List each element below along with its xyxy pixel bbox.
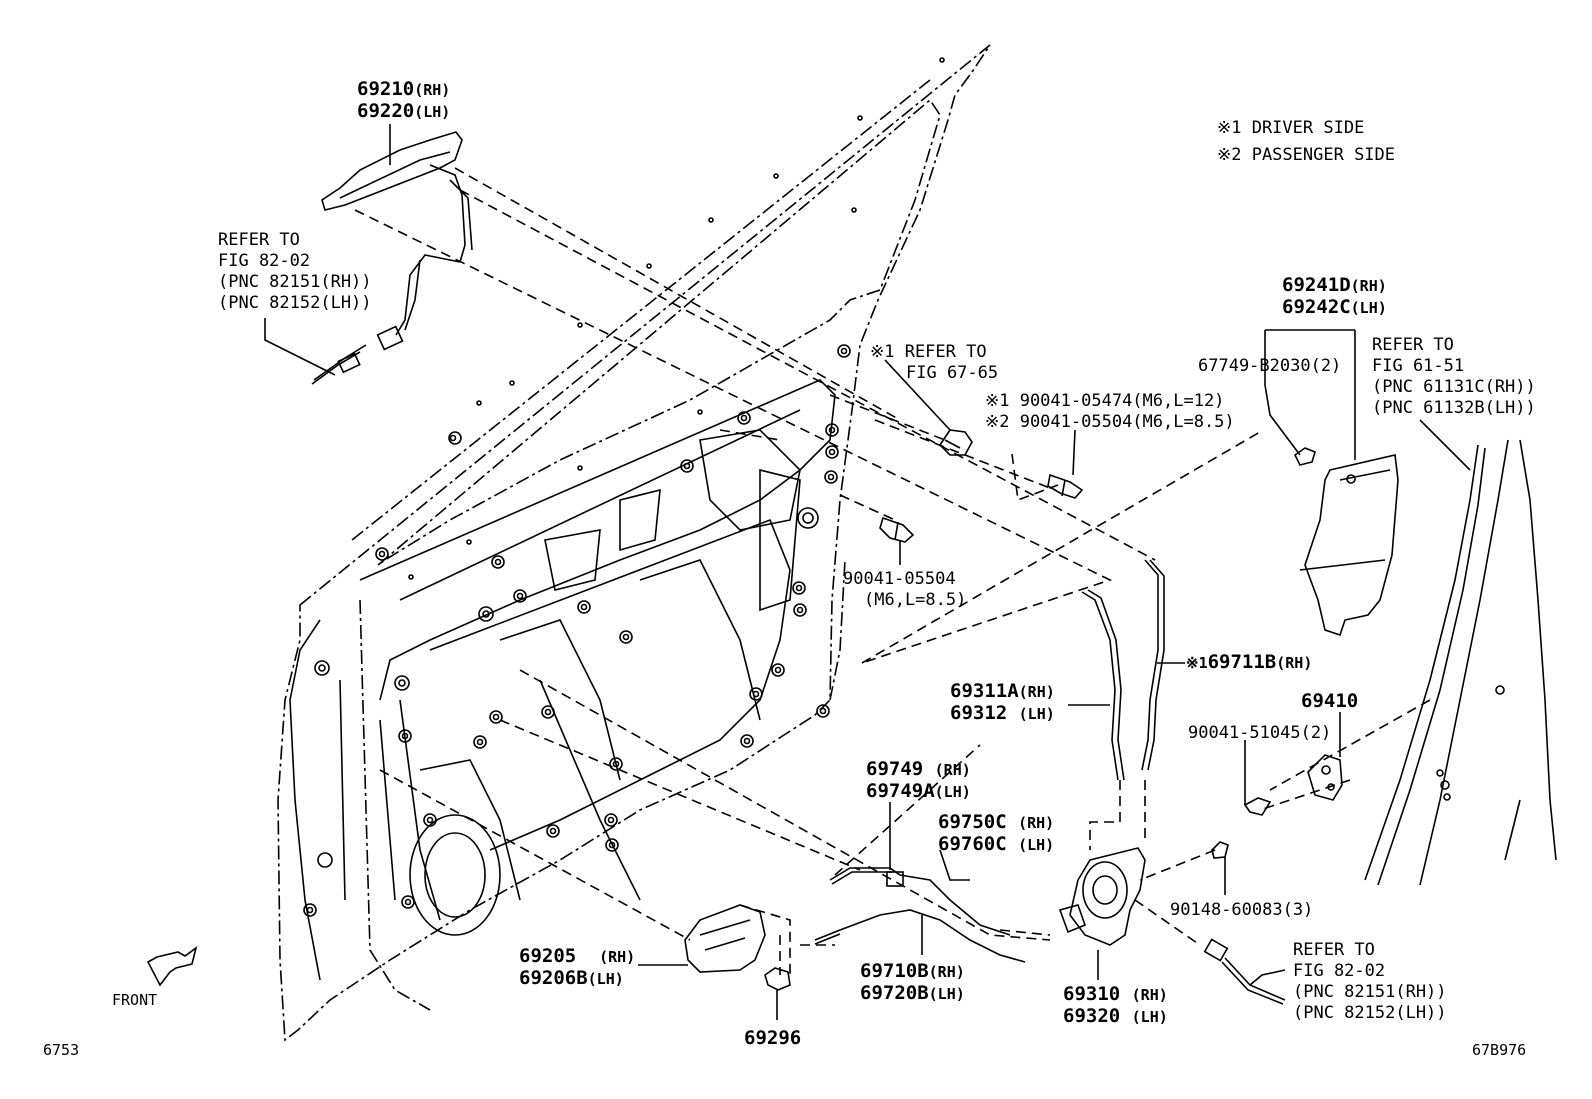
clip-67749 [1293, 447, 1316, 466]
bolt-90041-05504 [879, 516, 915, 543]
refer-top-line4: (PNC 82152(LH)) [218, 293, 372, 313]
refer-top-line1: REFER TO [218, 230, 300, 250]
refer-67-line1: ※1 REFER TO [870, 342, 987, 362]
cable-69710 [814, 909, 1026, 963]
dashed-guide-lines [354, 167, 1431, 975]
cable-69710b-rh-label: 69710B(RH) [860, 960, 965, 982]
clip-67749-label: 67749-B2030(2) [1198, 356, 1342, 376]
striker-69410-label: 69410 [1301, 690, 1359, 712]
cable-69749 [829, 867, 1011, 936]
bolt-mid-line1: 90041-05504 [843, 569, 956, 589]
cap-69296 [764, 967, 791, 991]
outer-handle-lh-label: 69220(LH) [357, 100, 451, 122]
inner-door-handle [684, 904, 766, 973]
refer-top-line3: (PNC 82151(RH)) [218, 272, 372, 292]
cable-69749-rh-label: 69749 (RH) [866, 758, 971, 780]
lock-cover-protector [1299, 454, 1399, 637]
front-arrow-icon [146, 946, 198, 987]
lock-69310-rh-label: 69310 (RH) [1063, 983, 1168, 1005]
cable-69750c-rh-label: 69750C (RH) [938, 811, 1055, 833]
rod-69711b-label: ※169711B(RH) [1186, 651, 1313, 673]
cover-rh-label: 69241D(RH) [1282, 274, 1387, 296]
connector-82-02-bottom [1203, 938, 1286, 1005]
refer-bottom-line4: (PNC 82152(LH)) [1293, 1003, 1447, 1023]
lock-rod-69311a [1081, 589, 1125, 781]
refer-top-line2: FIG 82-02 [218, 251, 311, 271]
screw-60083-label: 90148-60083(3) [1170, 900, 1314, 920]
refer-67-line2: FIG 67-65 [906, 363, 999, 383]
outer-door-handle [311, 131, 473, 385]
striker-69410 [1307, 754, 1343, 801]
bolt-sides-line2: ※2 90041-05504(M6,L=8.5) [985, 412, 1235, 432]
cable-69749a-lh-label: 69749A(LH) [866, 780, 971, 802]
rod-69311a-rh-label: 69311A(RH) [950, 680, 1055, 702]
rod-69312-lh-label: 69312 (LH) [950, 702, 1055, 724]
legend-driver-side: ※1 DRIVER SIDE [1217, 118, 1365, 138]
door-panel-holes [303, 57, 945, 917]
lock-69320-lh-label: 69320 (LH) [1063, 1005, 1168, 1027]
outer-handle-rh-label: 69210(RH) [357, 78, 451, 100]
cover-lh-label: 69242C(LH) [1282, 296, 1387, 318]
bolt-mid-line2: (M6,L=8.5) [864, 590, 967, 610]
inner-handle-rh-label: 69205 (RH) [519, 945, 636, 967]
screw-51045-label: 90041-51045(2) [1188, 723, 1332, 743]
inner-handle-lh-label: 69206B(LH) [519, 967, 624, 989]
refer-61-line4: (PNC 61132B(LH)) [1372, 398, 1536, 418]
screw-90041-51045 [1243, 797, 1272, 816]
legend-passenger-side: ※2 PASSENGER SIDE [1217, 145, 1396, 165]
front-label: FRONT [112, 991, 158, 1009]
refer-61-line2: FIG 61-51 [1372, 356, 1465, 376]
door-inner-structure [289, 379, 836, 981]
cap-69296-label: 69296 [744, 1027, 802, 1049]
screw-90148-60083 [1211, 841, 1229, 859]
figure-code-left: 6753 [43, 1041, 80, 1059]
refer-bottom-line1: REFER TO [1293, 940, 1375, 960]
bolt-90041-05474 [1047, 473, 1084, 499]
lock-rod-69711b [1141, 559, 1165, 771]
figure-code-right: 67B976 [1472, 1041, 1527, 1059]
cable-69760c-lh-label: 69760C (LH) [938, 833, 1055, 855]
refer-bottom-line2: FIG 82-02 [1293, 961, 1386, 981]
door-panel [277, 44, 991, 1042]
refer-61-line3: (PNC 61131C(RH)) [1372, 377, 1536, 397]
label-leader-lines [264, 124, 1471, 1020]
body-pillar [1364, 439, 1557, 886]
bolt-sides-line1: ※1 90041-05474(M6,L=12) [985, 391, 1225, 411]
refer-bottom-line3: (PNC 82151(RH)) [1293, 982, 1447, 1002]
refer-61-line1: REFER TO [1372, 335, 1454, 355]
cable-69720b-lh-label: 69720B(LH) [860, 982, 965, 1004]
door-lock-assembly [1058, 847, 1146, 946]
